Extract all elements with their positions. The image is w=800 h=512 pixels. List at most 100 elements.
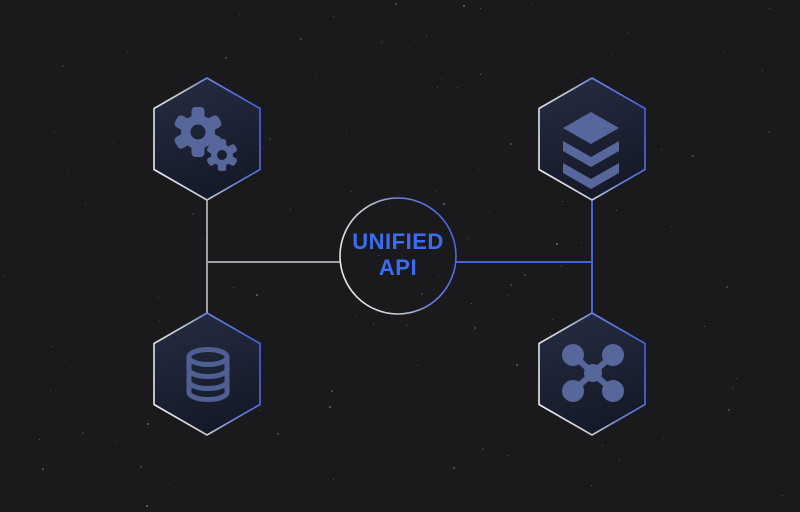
star-speckle [67,194,68,195]
star-speckle [332,291,333,292]
star-speckle [437,87,438,88]
star-speckle [562,201,563,202]
star-speckle [93,100,94,101]
star-speckle [453,467,455,469]
star-speckle [482,448,484,450]
star-speckle [260,410,261,411]
star-speckle [101,359,102,360]
star-speckle [12,127,13,128]
star-speckle [413,261,414,262]
star-speckle [418,496,419,497]
star-speckle [507,295,508,296]
star-speckle [516,364,518,366]
star-speckle [346,131,347,132]
star-speckle [762,70,763,71]
star-speckle [496,284,497,285]
star-speckle [158,297,159,298]
star-speckle [436,191,437,192]
star-speckle [290,209,291,210]
star-speckle [159,320,160,321]
star-speckle [717,227,718,228]
star-speckle [704,170,705,171]
star-speckle [602,445,603,446]
star-speckle [355,315,356,316]
star-speckle [552,319,553,320]
star-speckle [749,158,750,159]
star-speckle [581,242,582,243]
node-bottom-right [538,312,646,436]
star-speckle [263,148,264,149]
star-speckle [148,172,149,173]
star-speckle [728,409,730,411]
star-speckle [300,470,301,471]
layers-icon [563,112,619,189]
network-hub-icon [562,344,624,402]
center-label: UNIFIED API [318,229,478,281]
star-speckle [524,274,526,276]
star-speckle [673,222,674,223]
star-speckle [149,322,150,323]
star-speckle [732,387,734,389]
star-speckle [273,263,274,264]
star-speckle [489,212,490,213]
star-speckle [3,276,4,277]
star-speckle [532,4,533,5]
star-speckle [277,433,279,435]
star-speckle [239,14,240,15]
database-icon [186,347,230,403]
star-speckle [140,466,142,468]
star-speckle [382,254,383,255]
star-speckle [480,8,481,9]
star-speckle [351,191,352,192]
star-speckle [663,438,664,439]
star-speckle [782,495,783,496]
star-speckle [677,477,678,478]
star-speckle [582,79,583,80]
star-speckle [443,203,445,205]
star-speckle [426,36,427,37]
star-speckle [171,448,172,449]
star-speckle [137,253,138,254]
star-speckle [117,203,118,204]
center-circle [339,197,457,315]
star-speckle [507,455,508,456]
star-speckle [256,294,258,296]
star-speckle [591,485,592,486]
star-speckle [719,283,720,284]
star-speckle [334,310,335,311]
star-speckle [42,468,44,470]
star-speckle [316,66,317,67]
node-top-left [153,77,261,201]
star-speckle [671,226,672,227]
star-speckle [67,173,68,174]
star-speckle [39,439,40,440]
star-speckle [331,390,333,392]
star-speckle [666,449,667,450]
star-speckle [618,459,620,461]
gears-icon [166,100,242,176]
star-speckle [275,149,276,150]
star-speckle [339,216,340,217]
star-speckle [113,142,114,143]
node-top-right [538,77,646,201]
star-speckle [749,464,750,465]
star-speckle [138,68,139,69]
star-speckle [557,232,558,233]
star-speckle [616,210,617,211]
star-speckle [329,406,331,408]
star-speckle [370,56,371,57]
star-speckle [724,52,725,53]
star-speckle [478,169,479,170]
star-speckle [300,38,302,40]
star-speckle [127,52,128,53]
star-speckle [408,46,409,47]
star-speckle [612,55,613,56]
star-speckle [64,361,65,362]
star-speckle [350,209,351,210]
star-speckle [797,289,798,290]
star-speckle [146,505,148,507]
star-speckle [510,284,512,286]
star-speckle [117,102,118,103]
star-speckle [438,276,439,277]
